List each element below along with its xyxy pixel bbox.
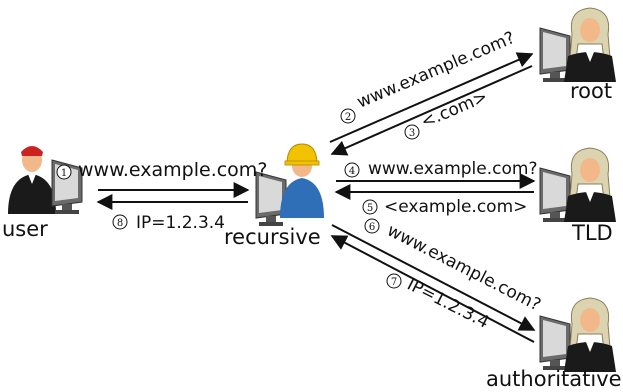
step-2-number: 2 [345,112,351,123]
step-1-label: www.example.com? [78,159,267,181]
arrow-step-2 [329,52,534,143]
monitor-icon [539,315,571,371]
user-label: user [2,217,48,241]
recursive-worker-icon [280,143,324,218]
step-7-number: 7 [391,277,397,288]
root-label: root [570,79,612,103]
step-1-number: 1 [61,168,67,179]
user-person-icon [8,146,56,214]
arrow-step-7 [330,235,535,343]
authoritative-node: authoritative [486,297,622,391]
step-8-label: IP=1.2.3.4 [136,213,225,233]
root-node: root [539,7,617,103]
recursive-node: recursive [224,143,324,249]
judge-icon [563,297,617,373]
arrow-step-6 [331,224,536,331]
step-6-number: 6 [369,222,375,233]
step-3-number: 3 [409,128,415,139]
arrow-step-3 [330,65,533,156]
step-8-number: 8 [117,218,123,229]
judge-icon [563,7,617,83]
step-4-label: www.example.com? [368,159,537,179]
tld-node: TLD [539,147,617,245]
step-5-label: <example.com> [384,197,527,217]
authoritative-label: authoritative [486,367,622,391]
user-node: user [2,146,83,241]
step-3-label: <.com> [418,87,490,133]
step-5-number: 5 [367,203,373,214]
step-4-number: 4 [349,166,355,177]
judge-icon [563,147,617,223]
tld-label: TLD [571,221,613,245]
recursive-label: recursive [224,225,321,249]
